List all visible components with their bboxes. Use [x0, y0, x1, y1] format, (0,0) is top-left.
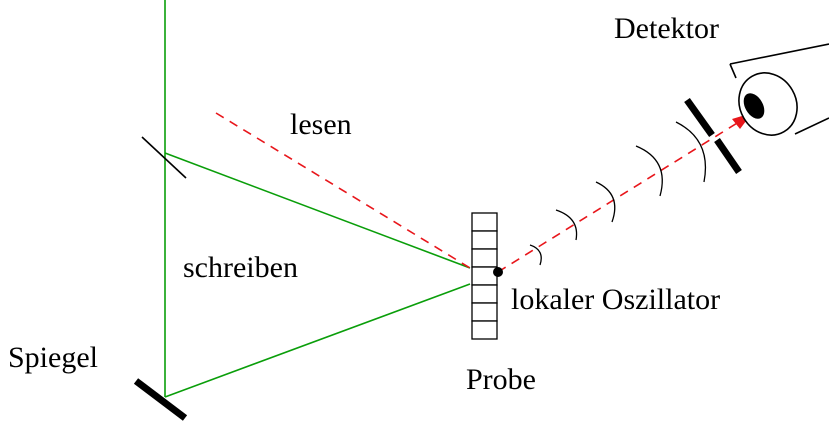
- detector-label: Detektor: [614, 12, 719, 45]
- incoming-read-beam: [215, 112, 471, 269]
- lower-green-beam: [164, 283, 471, 398]
- detector-pupil: [743, 93, 765, 119]
- mirror: [133, 378, 188, 421]
- sample-label: Probe: [466, 363, 536, 396]
- signal-beam: [497, 119, 743, 273]
- sample: [471, 212, 498, 340]
- wavefronts: [529, 121, 707, 266]
- upper-green-beam: [164, 152, 471, 269]
- read-beams: [215, 112, 743, 273]
- read-label: lesen: [290, 108, 352, 141]
- mirror-label: Spiegel: [8, 341, 98, 374]
- detector-cone: [729, 43, 829, 135]
- detector-eye: [729, 43, 829, 136]
- local-oscillator-label: lokaler Oszillator: [511, 283, 720, 316]
- write-label: schreiben: [183, 251, 298, 284]
- beam-splitter: [141, 136, 187, 179]
- local-oscillator-dot: [493, 267, 503, 277]
- write-beams: [164, 0, 471, 398]
- aperture: [684, 97, 742, 174]
- detector-eyeball: [738, 72, 798, 136]
